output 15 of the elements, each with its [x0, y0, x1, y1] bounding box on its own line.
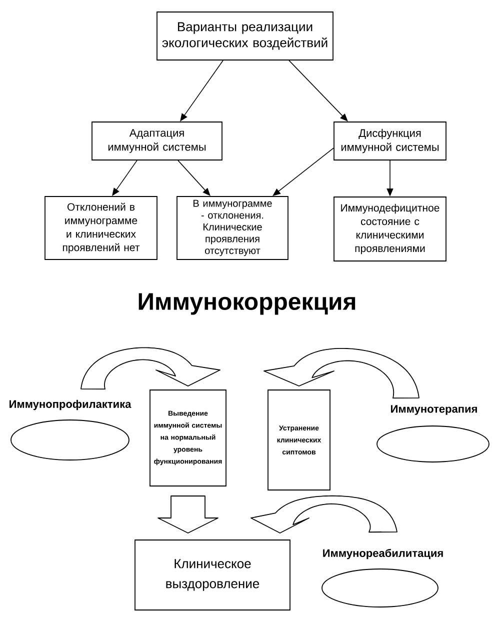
ellipse-label: Иммунопрофилактика	[10, 400, 132, 410]
block-arrow	[158, 496, 218, 534]
process-box: Дисфункция иммунной системы	[334, 122, 446, 160]
process-box: Иммунодефицитное состояние с клиническими проявлениями	[334, 196, 446, 262]
process-box: Отклонений в иммунограмме и клинических проявлений нет	[44, 196, 158, 260]
curved-block-arrow	[80, 347, 220, 390]
process-box: Клиническое выздоровление	[134, 540, 290, 610]
process-box: В иммунограмме - отклонения. Клинические проявления отсутствуют	[176, 196, 288, 260]
process-box: Адаптация иммунной системы	[92, 122, 222, 160]
curved-block-arrow	[250, 495, 398, 534]
section-heading: Иммунокоррекция	[138, 293, 356, 315]
ellipse-label: Иммунотерапия	[391, 405, 477, 415]
curved-block-arrow	[264, 348, 420, 399]
ellipse-label: Иммунореабилитация	[323, 548, 443, 560]
process-box: Варианты реализации экологических воздействий	[156, 12, 334, 60]
